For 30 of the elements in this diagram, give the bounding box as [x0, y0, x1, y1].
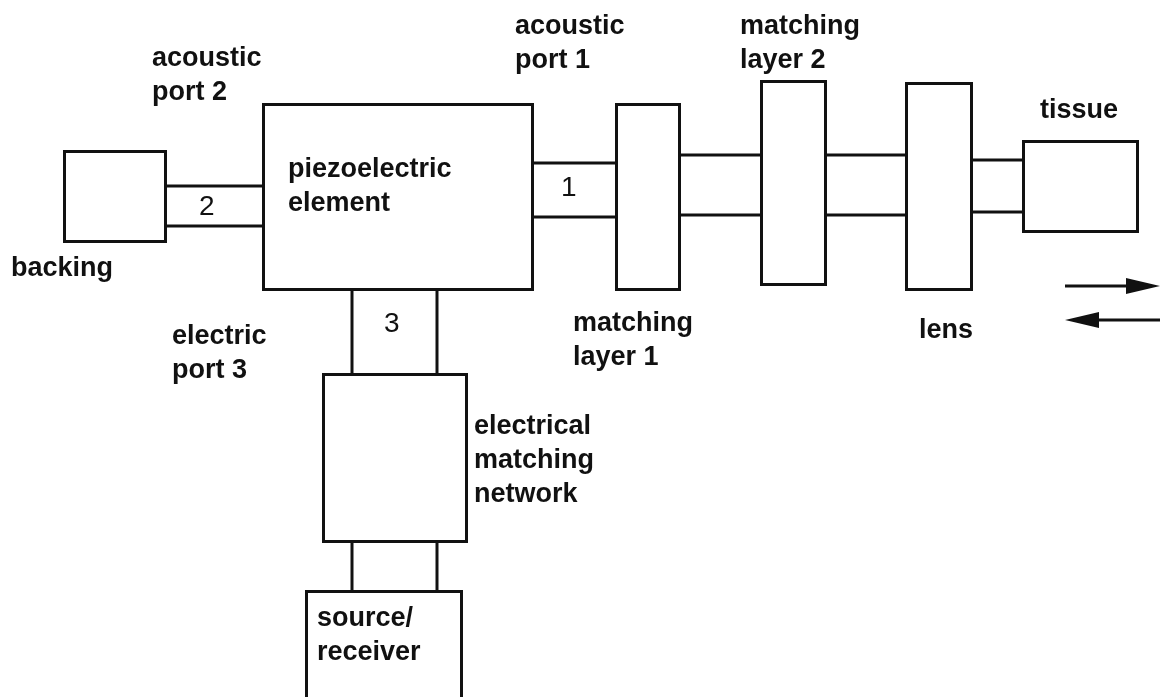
wire-line — [827, 213, 905, 217]
port-label: acoustic port 1 — [515, 9, 626, 76]
wire-line — [435, 543, 439, 590]
wire-line — [167, 224, 262, 228]
port-number: 2 — [199, 191, 216, 221]
block-label: piezoelectric element — [288, 152, 453, 219]
wire-line — [973, 210, 1022, 214]
block-label: lens — [919, 313, 975, 346]
wire-line — [167, 184, 262, 188]
block-label: backing — [11, 251, 115, 284]
wire-line — [534, 161, 615, 165]
source-receiver-block — [305, 590, 463, 697]
block-label: matching layer 1 — [573, 306, 694, 373]
wire-line — [435, 291, 439, 373]
block-label: electrical matching network — [474, 409, 595, 510]
port-label: electric port 3 — [172, 319, 268, 386]
wire-line — [534, 215, 615, 219]
wire-line — [350, 291, 354, 373]
port-label: acoustic port 2 — [152, 41, 263, 108]
piezoelectric-element-block — [262, 103, 534, 291]
wire-line — [681, 213, 760, 217]
wire-line — [973, 158, 1022, 162]
block-label: source/ receiver — [317, 601, 422, 668]
wire-line — [350, 543, 354, 590]
block-label: tissue — [1040, 93, 1120, 126]
port-number: 1 — [561, 172, 578, 202]
wire-line — [827, 153, 905, 157]
wire-line — [681, 153, 760, 157]
block-label: matching layer 2 — [740, 9, 861, 76]
port-number: 3 — [384, 308, 401, 338]
